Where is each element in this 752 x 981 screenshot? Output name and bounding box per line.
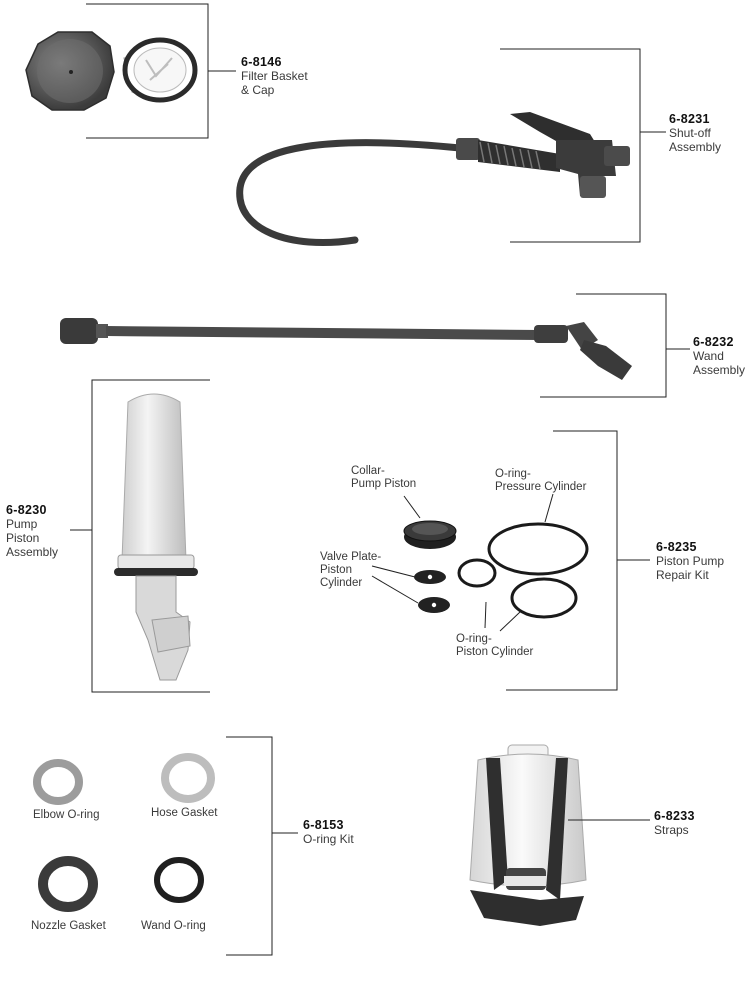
pump-bracket	[91, 379, 210, 693]
callout-valve-plate-piston-cylinder: Valve Plate- Piston Cylinder	[320, 551, 381, 590]
part-name-line: Filter Basket	[241, 69, 308, 83]
pump-piston-illustration	[114, 393, 198, 681]
part-name-line: Straps	[654, 823, 689, 837]
callout-line: Piston	[320, 564, 352, 576]
caption-elbow-oring: Elbow O-ring	[33, 809, 100, 821]
part-name-line: Wand	[693, 349, 724, 363]
callout-line: Valve Plate-	[320, 551, 382, 563]
part-name-line: Assembly	[6, 545, 59, 559]
label-piston-pump-repair-kit: 6-8235 Piston Pump Repair Kit	[656, 540, 724, 582]
part-number: 6-8153	[303, 818, 344, 832]
wand-illustration	[60, 318, 632, 380]
part-number: 6-8231	[669, 112, 710, 126]
part-number: 6-8233	[654, 809, 695, 823]
wand-bracket	[540, 293, 667, 398]
caption-nozzle-gasket: Nozzle Gasket	[31, 920, 106, 932]
callout-line: Pump Piston	[351, 478, 417, 490]
part-name-line: Piston	[6, 531, 40, 545]
callout-collar-pump-piston: Collar- Pump Piston	[351, 465, 416, 491]
callout-line: Piston Cylinder	[456, 646, 534, 658]
oring-kit-illustration	[33, 753, 215, 912]
part-name-line: Piston Pump	[656, 554, 725, 568]
caption-hose-gasket: Hose Gasket	[151, 807, 218, 819]
part-name-line: & Cap	[241, 83, 275, 97]
callout-oring-pressure-cylinder: O-ring- Pressure Cylinder	[495, 468, 586, 494]
callout-line: Collar-	[351, 465, 385, 477]
label-shutoff-assembly: 6-8231 Shut-off Assembly	[669, 112, 721, 154]
filter-basket-illustration	[122, 37, 198, 103]
label-oring-kit: 6-8153 O-ring Kit	[303, 818, 354, 846]
repair-kit-leaders	[371, 493, 554, 632]
caption-wand-oring: Wand O-ring	[141, 920, 206, 932]
repair-kit-illustration	[403, 520, 589, 619]
straps-illustration	[469, 744, 587, 926]
label-pump-piston-assembly: 6-8230 Pump Piston Assembly	[6, 503, 58, 559]
callout-line: O-ring-	[495, 468, 531, 480]
shutoff-bracket	[500, 48, 641, 243]
label-straps: 6-8233 Straps	[654, 809, 695, 837]
part-number: 6-8232	[693, 335, 734, 349]
label-wand-assembly: 6-8232 Wand Assembly	[693, 335, 745, 377]
oring-kit-bracket	[226, 736, 273, 956]
part-name-line: Repair Kit	[656, 568, 709, 582]
part-number: 6-8146	[241, 55, 282, 69]
part-number: 6-8230	[6, 503, 47, 517]
part-number: 6-8235	[656, 540, 697, 554]
filter-cap-illustration	[25, 31, 115, 111]
callout-line: O-ring-	[456, 633, 492, 645]
part-name-line: Shut-off	[669, 126, 711, 140]
callout-line: Pressure Cylinder	[495, 481, 587, 493]
callout-oring-piston-cylinder: O-ring- Piston Cylinder	[456, 633, 533, 659]
label-filter-basket-cap: 6-8146 Filter Basket & Cap	[241, 55, 308, 97]
part-name-line: Assembly	[669, 140, 722, 154]
part-name-line: Assembly	[693, 363, 746, 377]
part-name-line: O-ring Kit	[303, 832, 354, 846]
shutoff-illustration	[236, 112, 630, 247]
part-name-line: Pump	[6, 517, 38, 531]
callout-line: Cylinder	[320, 577, 363, 589]
